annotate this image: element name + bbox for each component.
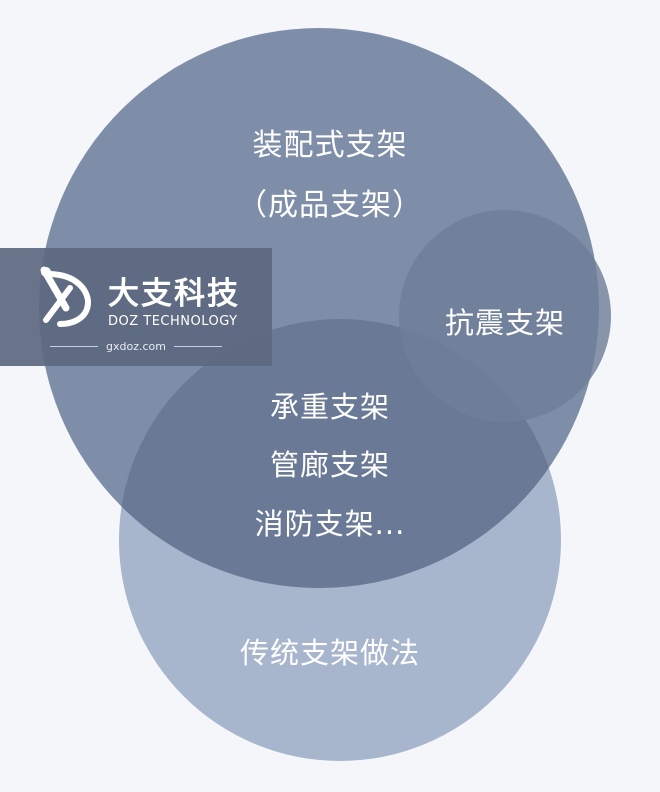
logo-url-row: gxdoz.com: [0, 340, 272, 353]
traditional-label: 传统支架做法: [239, 636, 421, 670]
overlap-region: [119, 319, 561, 588]
overlap-item-3: 消防支架...: [254, 507, 406, 541]
logo-url: gxdoz.com: [106, 340, 166, 353]
logo-panel: 大支科技 DOZ TECHNOLOGY gxdoz.com: [0, 248, 272, 366]
prefab-subtitle: （成品支架）: [237, 188, 423, 223]
seismic-circle: [399, 210, 611, 422]
overlap-item-2: 管廊支架: [269, 448, 391, 482]
divider-right: [173, 346, 222, 347]
prefab-title: 装配式支架: [252, 128, 408, 163]
logo-english: DOZ TECHNOLOGY: [108, 314, 238, 329]
overlap-item-1: 承重支架: [269, 390, 391, 424]
seismic-label: 抗震支架: [444, 306, 566, 340]
logo-name: 大支科技: [108, 276, 240, 312]
divider-left: [50, 346, 99, 347]
doz-logo-icon: [40, 266, 92, 327]
